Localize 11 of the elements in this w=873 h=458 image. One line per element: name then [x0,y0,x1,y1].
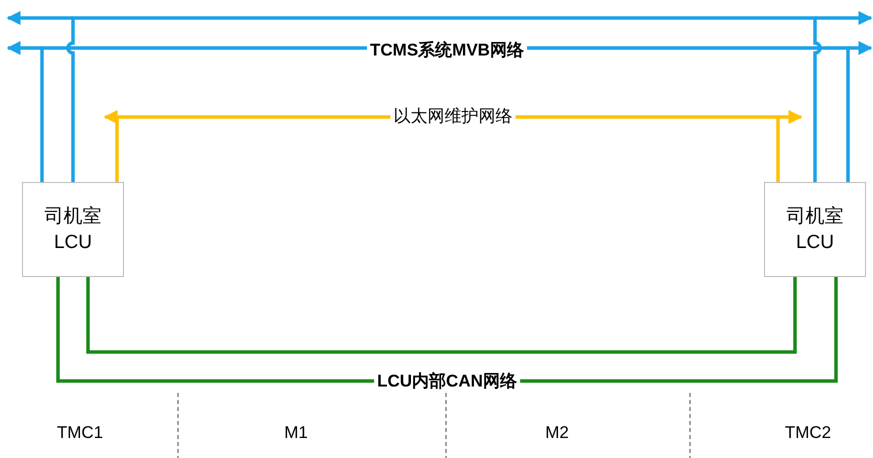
car-label: TMC1 [56,423,104,443]
network-line [66,16,822,182]
box-text: 司机室 LCU [786,204,844,254]
controller-box [22,182,124,277]
edge-label: LCU内部CAN网络 [374,370,520,392]
car-label: M1 [284,423,308,443]
box-text: 司机室 LCU [44,204,102,254]
controller-box [764,182,866,277]
network-line [86,277,797,354]
car-label: M2 [545,423,569,443]
car-label: TMC2 [784,423,832,443]
